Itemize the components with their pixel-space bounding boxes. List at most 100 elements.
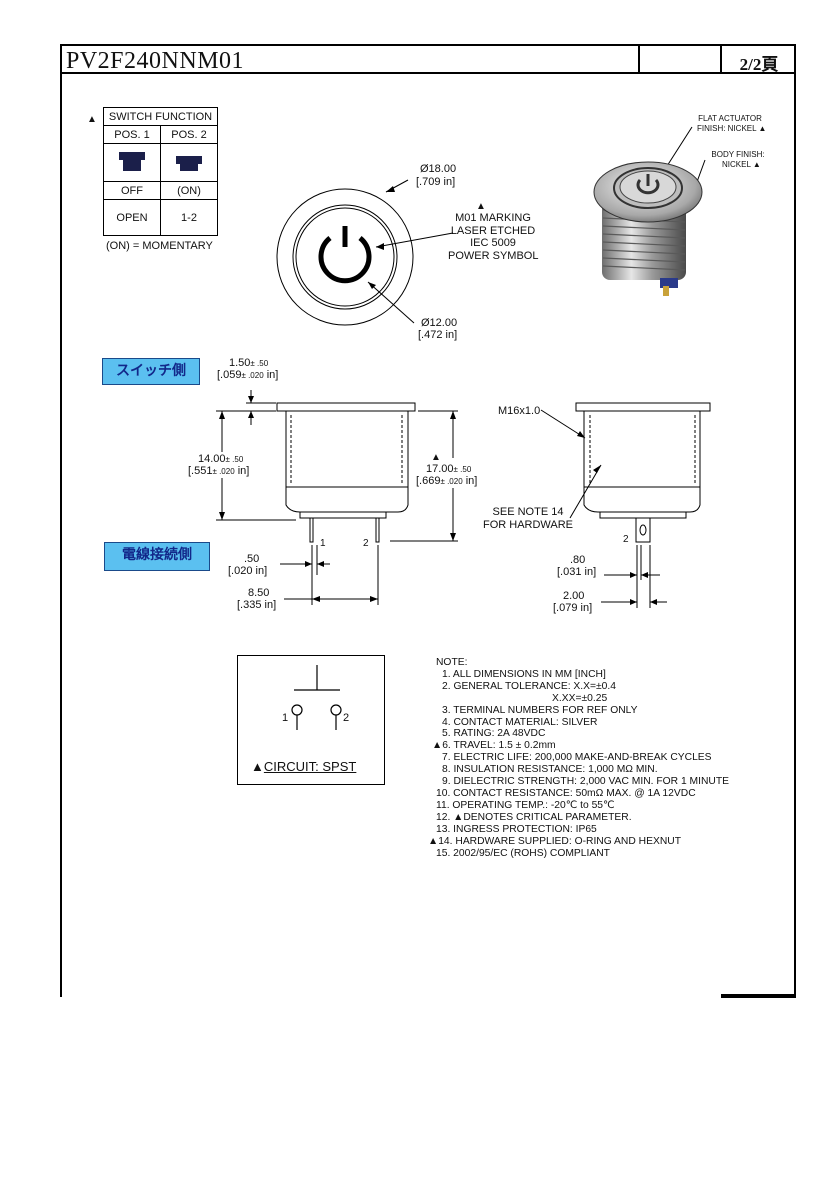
note-5: 5. RATING: 2A 48VDC — [442, 728, 546, 740]
hardware-note-1: SEE NOTE 14 — [492, 506, 564, 518]
body-in-tol: ± .020 — [212, 467, 235, 476]
page-number: 2/2頁 — [739, 55, 779, 74]
marking-line-1: M01 MARKING — [455, 212, 531, 224]
body-dim-mm: 14.00± .50 — [198, 453, 243, 466]
total-in: [.669 — [416, 475, 441, 487]
term-w2-in: [.079 in] — [553, 602, 593, 614]
marking-triangle: ▲ — [476, 201, 486, 212]
total-dim-mm: 17.00± .50 — [426, 463, 471, 476]
circuit-box — [237, 655, 385, 785]
note-9: 9. DIELECTRIC STRENGTH: 2,000 VAC MIN. F… — [442, 776, 730, 788]
note-7: 7. ELECTRIC LIFE: 200,000 MAKE-AND-BREAK… — [442, 752, 712, 764]
frame-left — [60, 44, 62, 997]
term-thk-mm: .80 — [570, 554, 586, 566]
frame-right — [794, 44, 796, 997]
body-finish-label-1: BODY FINISH: — [711, 150, 765, 159]
term-thk-in: [.031 in] — [557, 566, 597, 578]
side2-flange — [575, 402, 711, 412]
switch-function-title: SWITCH FUNCTION — [103, 107, 218, 126]
marking-line-3: IEC 5009 — [470, 237, 516, 249]
body-in: [.551 — [188, 465, 213, 477]
circuit-label-text: CIRCUIT: SPST — [263, 759, 357, 774]
pos1-contact: OPEN — [103, 199, 161, 236]
body-finish: NICKEL — [722, 160, 751, 169]
terminal-2-label: 2 — [363, 538, 369, 549]
marking-line-4: POWER SYMBOL — [448, 250, 539, 262]
outer-dia-mm: Ø18.00 — [420, 163, 457, 175]
pos2-contact: 1-2 — [160, 199, 218, 236]
notes-title: NOTE: — [436, 657, 468, 668]
note-14: ▲14. HARDWARE SUPPLIED: O-RING AND HEXNU… — [428, 835, 681, 847]
total-in-tol: ± .020 — [440, 477, 463, 486]
flange-in-tol: ± .020 — [241, 371, 264, 380]
power-symbol-icon — [318, 236, 372, 284]
body-in-end: in] — [237, 465, 250, 477]
thread-label: M16x1.0 — [498, 405, 541, 417]
flange-tol: ± .50 — [250, 359, 269, 368]
note-1: 1. ALL DIMENSIONS IN MM [INCH] — [442, 668, 606, 680]
total-in-end: in] — [465, 475, 478, 487]
part-number: PV2F240NNM01 — [66, 48, 245, 74]
note-8: 8. INSULATION RESISTANCE: 1,000 MΩ MIN. — [442, 764, 658, 776]
note-14-text: 14. HARDWARE SUPPLIED: O-RING AND HEXNUT — [438, 835, 681, 847]
circuit-t2: 2 — [343, 712, 350, 724]
flange-dim-mm: 1.50± .50 — [229, 357, 268, 370]
term-width-mm: .50 — [244, 553, 260, 565]
hardware-note-2: FOR HARDWARE — [482, 519, 574, 531]
switch-function-table: SWITCH FUNCTION POS. 1 POS. 2 OFF (ON) O… — [103, 107, 218, 236]
note-12: 12. ▲DENOTES CRITICAL PARAMETER. — [436, 811, 632, 823]
spst-circuit-symbol — [291, 665, 342, 730]
critical-marker: ▲ — [87, 114, 97, 125]
body-mm: 14.00 — [198, 453, 226, 465]
front-actuator-ring — [295, 207, 395, 307]
note-2b: X.XX=±0.25 — [552, 692, 608, 704]
term-pitch-in: [.335 in] — [237, 599, 277, 611]
frame-bottom-mark — [721, 994, 796, 998]
actuator-label-1: FLAT ACTUATOR — [698, 114, 762, 123]
total-mm: 17.00 — [426, 463, 454, 475]
note-11: 11. OPERATING TEMP.: -20℃ to 55℃ — [436, 799, 615, 811]
note-2: 2. GENERAL TOLERANCE: X.X=±0.4 — [442, 680, 617, 692]
product-photo — [593, 161, 703, 296]
pos1-state: OFF — [103, 181, 161, 200]
note-13: 13. INGRESS PROTECTION: IP65 — [436, 823, 597, 835]
total-tol: ± .50 — [453, 465, 472, 474]
inner-dia-in: [.472 in] — [418, 329, 458, 341]
total-dim-in: [.669± .020 in] — [416, 475, 477, 488]
side2-terminal-2: 2 — [623, 534, 629, 545]
term-w2-mm: 2.00 — [563, 590, 585, 602]
note-3: 3. TERMINAL NUMBERS FOR REF ONLY — [442, 704, 638, 716]
note-4: 4. CONTACT MATERIAL: SILVER — [442, 716, 598, 728]
side-flange — [276, 402, 416, 412]
body-finish-label-2: NICKEL ▲ — [722, 160, 761, 169]
notes-block: NOTE: 1. ALL DIMENSIONS IN MM [INCH] 2. … — [428, 657, 730, 859]
wire-side-label: 電線接続側 — [104, 542, 210, 571]
inner-dia-mm: Ø12.00 — [421, 317, 458, 329]
body-dim-in: [.551± .020 in] — [188, 465, 249, 478]
outer-dia-in: [.709 in] — [416, 176, 456, 188]
actuator-label-2: FINISH: NICKEL ▲ — [697, 124, 767, 133]
momentary-footnote: (ON) = MOMENTARY — [106, 240, 213, 252]
flange-in-end: in] — [266, 369, 279, 381]
term-width-in: [.020 in] — [228, 565, 268, 577]
actuator-finish: FINISH: NICKEL — [697, 124, 757, 133]
front-inner-ring — [292, 204, 398, 310]
total-triangle: ▲ — [431, 452, 441, 463]
circuit-t1: 1 — [282, 712, 289, 724]
marking-line-2: LASER ETCHED — [450, 225, 536, 237]
switch-side-label: スイッチ側 — [102, 358, 200, 385]
front-outer-ring — [276, 188, 414, 326]
note-6-text: 6. TRAVEL: 1.5 ± 0.2mm — [442, 740, 556, 752]
terminal-1-label: 1 — [320, 538, 326, 549]
flange-in: [.059 — [217, 369, 242, 381]
note-10: 10. CONTACT RESISTANCE: 50mΩ MAX. @ 1A 1… — [436, 787, 696, 799]
pos2-actuator-icon — [160, 143, 218, 182]
note-6: ▲6. TRAVEL: 1.5 ± 0.2mm — [432, 740, 556, 752]
circuit-label: ▲CIRCUIT: SPST — [251, 759, 357, 774]
body-tol: ± .50 — [225, 455, 244, 464]
flange-mm: 1.50 — [229, 357, 251, 369]
page-cell — [720, 44, 796, 74]
term-pitch-mm: 8.50 — [248, 587, 270, 599]
flange-dim-in: [.059± .020 in] — [217, 369, 278, 382]
